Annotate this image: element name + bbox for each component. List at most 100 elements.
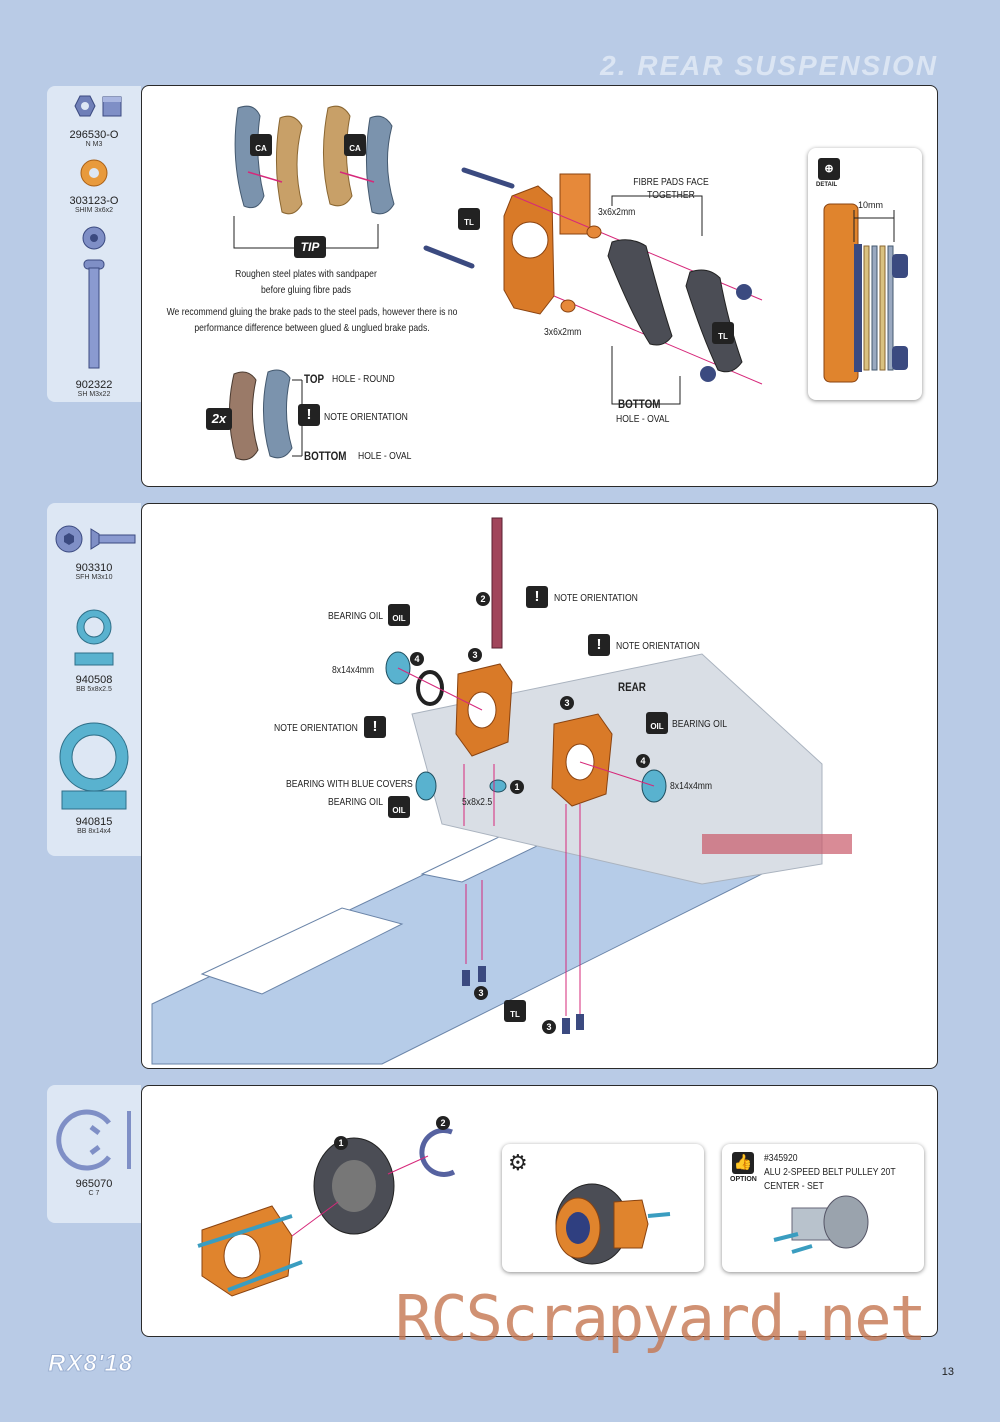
pulley-illustration xyxy=(197,1127,456,1297)
gear-check-icon: ⚙ xyxy=(508,1150,528,1175)
part-desc: SFH M3x10 xyxy=(75,574,113,581)
step-1-marker: 1 xyxy=(510,780,524,794)
parts-bar-3: 965070 C 7 xyxy=(47,1085,141,1223)
warning-icon-left: ! xyxy=(364,716,386,738)
assembled-pulley-illustration xyxy=(555,1183,671,1265)
ca-label: CA xyxy=(255,144,267,153)
steel-pad-left xyxy=(234,105,265,209)
fibre-label-line1: FIBRE PADS FACE xyxy=(633,176,709,188)
fibre-pad-right xyxy=(323,105,353,207)
watermark: RCScrapyard.net xyxy=(395,1282,927,1355)
part-number: 965070 xyxy=(75,1178,113,1190)
bottom-hole-label: HOLE - OVAL xyxy=(358,450,412,462)
option-line2: CENTER - SET xyxy=(764,1180,824,1192)
step-4-right: 4 xyxy=(636,754,650,768)
shim-size-top: 3x6x2mm xyxy=(598,206,636,218)
option-pulley-illustration xyxy=(773,1195,869,1254)
note-orientation-label: NOTE ORIENTATION xyxy=(324,411,408,423)
part-screw: 902322 SH M3x22 xyxy=(47,224,141,399)
part-desc: SHIM 3x6x2 xyxy=(74,207,114,214)
dimension-label: 10mm xyxy=(858,200,884,210)
bearing-blue-covers: BEARING WITH BLUE COVERS xyxy=(286,778,413,790)
warning-icon-top: ! xyxy=(526,586,548,608)
hole-oval-label: HOLE - OVAL xyxy=(616,413,670,425)
rear-label: REAR xyxy=(618,680,646,694)
ca-label: CA xyxy=(349,144,361,153)
part-desc: N M3 xyxy=(85,141,103,148)
part-desc: BB 8x14x4 xyxy=(77,828,111,835)
ca-icon: CA xyxy=(250,134,272,156)
size-mid: 5x8x2.5 xyxy=(462,796,493,808)
part-number: 903310 xyxy=(75,562,113,574)
part-number: 902322 xyxy=(75,379,113,391)
step-2-clip: 2 xyxy=(436,1116,450,1130)
part-countersunk-screw: 903310 SFH M3x10 xyxy=(47,521,141,582)
part-number: 940508 xyxy=(75,674,113,686)
bearing-oil-left: BEARING OIL xyxy=(328,610,384,622)
detail-illustration xyxy=(823,203,908,383)
panel-brake-pads: CA CA TIP TL TL Roughen steel plates wit… xyxy=(141,85,938,487)
assembled-view-box: ⚙ xyxy=(502,1144,704,1272)
quantity-badge: 2x xyxy=(206,408,232,430)
ca-icon-2: CA xyxy=(344,134,366,156)
step-3-bottom-right: 3 xyxy=(542,1020,556,1034)
tip-label: TIP xyxy=(300,240,320,254)
part-number: 296530-O xyxy=(69,129,119,141)
shim-icon xyxy=(80,159,108,187)
note-text-line2: performance difference between glued & u… xyxy=(194,322,430,334)
oil-label: OIL xyxy=(392,614,406,623)
option-box: 👍 OPTION #345920 ALU 2-SPEED BELT PULLEY… xyxy=(722,1144,924,1272)
part-nut: 296530-O N M3 xyxy=(47,92,141,149)
thumbs-up-icon: 👍 xyxy=(732,1152,754,1174)
size-left: 8x14x4mm xyxy=(332,664,375,676)
screw-icon xyxy=(82,226,106,369)
fibre-pad-left xyxy=(275,115,303,215)
tl-icon-bottom: TL xyxy=(504,1000,526,1022)
step-3-left: 3 xyxy=(468,648,482,662)
oil-icon-right: OIL xyxy=(646,712,668,734)
note-text-line1: We recommend gluing the brake pads to th… xyxy=(166,306,458,318)
part-c-clip: 965070 C 7 xyxy=(47,1107,141,1198)
warning-icon-right: ! xyxy=(588,634,610,656)
size-right: 8x14x4mm xyxy=(670,780,713,792)
option-line1: ALU 2-SPEED BELT PULLEY 20T xyxy=(764,1166,896,1178)
countersunk-screw-icon xyxy=(55,525,136,553)
panel-pulley: 1 2 ⚙ 👍 OPTION #345920 ALU 2-SPEED BELT … xyxy=(141,1085,938,1337)
detail-box: ⊕ DETAIL 10mm xyxy=(808,148,922,400)
step-1-pulley: 1 xyxy=(334,1136,348,1150)
tl-label: TL xyxy=(464,218,474,227)
option-label: OPTION xyxy=(730,1176,757,1183)
option-part-number: #345920 xyxy=(764,1152,798,1164)
section-title: 2. REAR SUSPENSION xyxy=(600,50,938,81)
tip-badge: TIP xyxy=(294,236,326,258)
step-3-right: 3 xyxy=(560,696,574,710)
tl-icon: TL xyxy=(458,208,480,230)
product-logo: RX8'18 xyxy=(47,1350,134,1378)
part-desc: SH M3x22 xyxy=(77,391,111,398)
parts-bar-1: 296530-O N M3 303123-O SHIM 3x6x2 902322… xyxy=(47,86,141,402)
part-number: 303123-O xyxy=(69,195,119,207)
oil-label: OIL xyxy=(650,722,664,731)
brake-assembly-illustration xyxy=(229,105,763,461)
step-4-left: 4 xyxy=(410,652,424,666)
part-number: 940815 xyxy=(75,816,113,828)
fibre-label-line2: TOGETHER xyxy=(647,189,695,201)
tip-text-line2: before gluing fibre pads xyxy=(261,284,351,296)
bearing-oil-right: BEARING OIL xyxy=(672,718,728,730)
part-bearing-large: 940815 BB 8x14x4 xyxy=(47,717,141,836)
tip-text-line1: Roughen steel plates with sandpaper xyxy=(235,268,377,280)
tl-label: TL xyxy=(510,1010,520,1019)
chassis-illustration xyxy=(151,517,852,1065)
panel-hub-carriers: 2 ! NOTE ORIENTATION ! NOTE ORIENTATION … xyxy=(141,503,938,1069)
hub-carrier xyxy=(503,173,591,315)
oil-icon-bottom: OIL xyxy=(388,796,410,818)
note-orientation-right: NOTE ORIENTATION xyxy=(616,640,700,652)
part-desc: BB 5x8x2.5 xyxy=(76,686,112,693)
part-shim: 303123-O SHIM 3x6x2 xyxy=(47,156,141,215)
shim-size-bottom: 3x6x2mm xyxy=(544,326,582,338)
tl-icon-2: TL xyxy=(712,322,734,344)
bottom-label-2: BOTTOM xyxy=(304,449,347,463)
parts-bar-2: 903310 SFH M3x10 940508 BB 5x8x2.5 94081… xyxy=(47,503,141,856)
page-number: 13 xyxy=(941,1366,954,1378)
bottom-label: BOTTOM xyxy=(618,397,661,411)
